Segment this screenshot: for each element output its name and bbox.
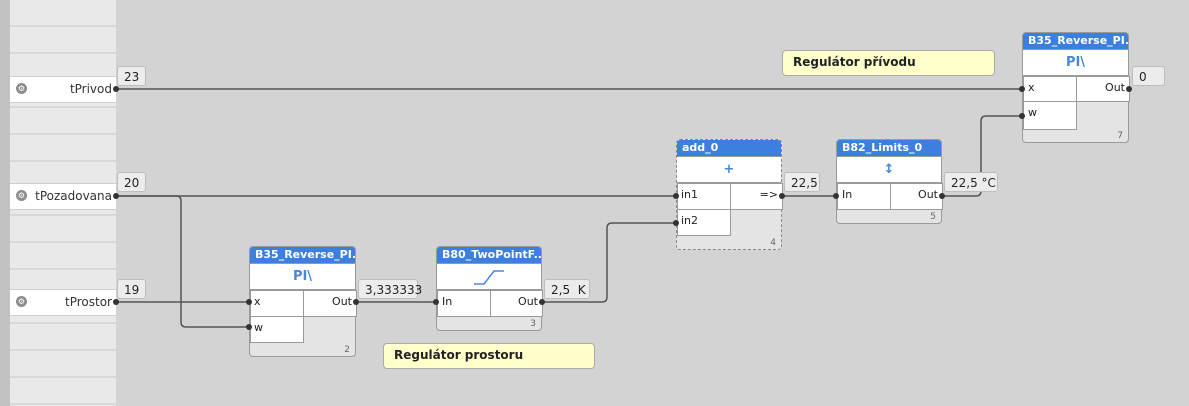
connector-dot[interactable]: [673, 220, 679, 226]
block-title: B80_TwoPointF...: [437, 247, 541, 263]
block-number: 2: [344, 345, 350, 355]
input-value-tpozadovana: 20: [117, 172, 147, 192]
block-number: 5: [930, 212, 936, 222]
input-tpozadovana[interactable]: ⚙ tPozadovana: [10, 183, 116, 210]
port-in[interactable]: In: [437, 290, 491, 317]
left-scrollbar[interactable]: [0, 0, 10, 406]
limits-icon: ↕: [837, 156, 941, 183]
pi-icon: PI\: [1023, 49, 1128, 76]
output-value-pi-prostor: 3,333333: [358, 279, 422, 299]
block-number: 4: [770, 238, 776, 248]
connector-dot[interactable]: [673, 193, 679, 199]
input-strip: [10, 0, 116, 406]
input-label: tPozadovana: [35, 189, 112, 203]
block-number: 3: [530, 319, 536, 329]
input-tprostor[interactable]: ⚙ tProstor: [10, 289, 116, 316]
wire-tpozadovana-w: [116, 195, 249, 328]
block-two-point[interactable]: B80_TwoPointF... In Out 3: [436, 246, 543, 331]
plus-icon: +: [677, 156, 781, 183]
input-value-tprostor: 19: [117, 279, 147, 299]
connector-dot[interactable]: [779, 193, 785, 199]
port-x[interactable]: x: [1023, 76, 1077, 102]
connector-dot[interactable]: [433, 299, 439, 305]
port-x[interactable]: x: [250, 290, 304, 317]
note-regulator-privodu[interactable]: Regulátor přívodu: [782, 50, 995, 76]
gear-icon[interactable]: ⚙: [16, 190, 27, 201]
connector-dot[interactable]: [113, 86, 119, 92]
port-out[interactable]: Out: [490, 290, 543, 317]
gear-icon[interactable]: ⚙: [16, 83, 27, 94]
connector-dot[interactable]: [1019, 86, 1025, 92]
note-regulator-prostoru[interactable]: Regulátor prostoru: [383, 343, 595, 369]
wire-limits-w: [942, 115, 1022, 197]
port-out[interactable]: Out: [1076, 76, 1130, 102]
block-title: add_0: [677, 140, 781, 156]
port-out[interactable]: Out: [890, 183, 943, 210]
connector-dot[interactable]: [833, 193, 839, 199]
input-label: tPrivod: [69, 82, 112, 96]
connector-dot[interactable]: [939, 193, 945, 199]
input-value-tprivod: 23: [117, 66, 147, 86]
block-title: B82_Limits_0: [837, 140, 941, 156]
connector-dot[interactable]: [1019, 113, 1025, 119]
connector-dot[interactable]: [113, 193, 119, 199]
output-value-two-point: 2,5 K: [544, 279, 590, 299]
ramp-icon: [437, 263, 541, 290]
connector-dot[interactable]: [353, 299, 359, 305]
block-title: B35_Reverse_PI...: [1023, 33, 1128, 49]
port-out[interactable]: Out: [303, 290, 357, 317]
port-in1[interactable]: in1: [677, 183, 731, 210]
port-w[interactable]: w: [1023, 101, 1077, 130]
wire-twopoint-in2: [542, 222, 676, 303]
block-pi-prostor[interactable]: B35_Reverse_PI... PI\ x Out w 2: [249, 246, 357, 357]
output-value-add: 22,5: [784, 172, 820, 192]
block-number: 7: [1117, 131, 1123, 141]
port-w[interactable]: w: [250, 316, 304, 343]
output-value-limits: 22,5 °C: [944, 172, 998, 192]
connector-dot[interactable]: [246, 324, 252, 330]
output-value-pi-privod: 0: [1132, 66, 1165, 86]
block-limits[interactable]: B82_Limits_0 ↕ In Out 5: [836, 139, 943, 224]
port-out[interactable]: =>: [730, 183, 783, 210]
block-pi-privod[interactable]: B35_Reverse_PI... PI\ x Out w 7: [1022, 32, 1130, 143]
block-add[interactable]: add_0 + in1 => in2 4: [676, 139, 783, 250]
gear-icon[interactable]: ⚙: [16, 296, 27, 307]
port-in2[interactable]: in2: [677, 209, 731, 236]
connector-dot[interactable]: [1126, 86, 1132, 92]
input-tprivod[interactable]: ⚙ tPrivod: [10, 76, 116, 103]
input-label: tProstor: [65, 295, 112, 309]
connector-dot[interactable]: [246, 299, 252, 305]
connector-dot[interactable]: [539, 299, 545, 305]
pi-icon: PI\: [250, 263, 355, 290]
port-in[interactable]: In: [837, 183, 891, 210]
connector-dot[interactable]: [113, 299, 119, 305]
block-title: B35_Reverse_PI...: [250, 247, 355, 263]
